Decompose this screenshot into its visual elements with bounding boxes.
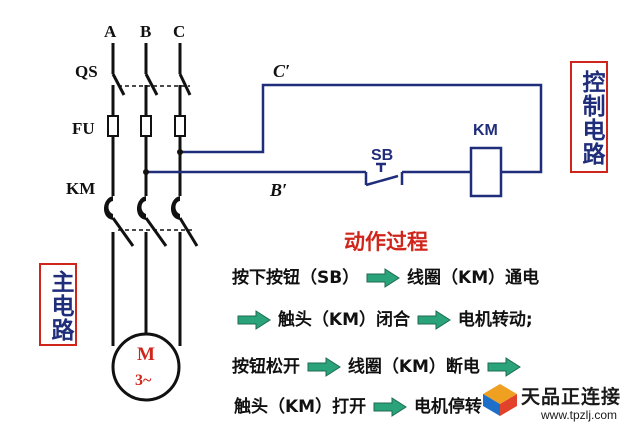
fuses — [107, 115, 186, 137]
motor-label-m: M — [137, 344, 155, 365]
control-circuit-box: 控制电路 — [570, 61, 608, 173]
phase-c-label: C — [173, 22, 185, 41]
process-line-3-a: 按钮松开 — [232, 357, 300, 377]
process-line-2: 触头（KM）闭合 电机转动; — [236, 305, 533, 330]
process-line-4: 触头（KM）打开 电机停转 — [234, 392, 482, 417]
qs-label: QS — [75, 62, 98, 81]
green-arrow-icon — [366, 268, 401, 288]
watermark-logo-icon — [483, 384, 517, 416]
watermark: 天品正连接 www.tpzlj.com — [481, 380, 639, 431]
process-line-4-b: 电机停转 — [413, 397, 482, 417]
process-line-4-a: 触头（KM）打开 — [234, 397, 367, 417]
process-line-1-b: 线圈（KM）通电 — [407, 268, 540, 288]
fu-label: FU — [72, 119, 95, 138]
green-arrow-icon — [237, 310, 271, 330]
km-contact-hooks — [103, 196, 180, 220]
motor-label-3phase: 3~ — [135, 372, 152, 389]
coil-label: KM — [473, 122, 498, 139]
sb-label: SB — [371, 147, 393, 164]
process-line-2-a: 触头（KM）闭合 — [277, 310, 411, 330]
green-arrow-icon — [307, 357, 341, 377]
process-line-3: 按钮松开 线圈（KM）断电 — [232, 352, 522, 377]
junction-b — [143, 169, 149, 175]
process-line-2-b: 电机转动; — [457, 310, 533, 330]
green-arrow-icon — [487, 357, 521, 377]
control-wires — [146, 83, 543, 187]
power-wires — [111, 43, 199, 346]
green-arrow-icon — [417, 310, 451, 330]
motor — [111, 332, 181, 402]
c-prime-label: C′ — [273, 61, 290, 81]
phase-b-label: B — [140, 22, 151, 41]
process-line-1-a: 按下按钮（SB） — [232, 268, 360, 288]
process-title: 动作过程 — [344, 230, 428, 254]
junction-c — [177, 149, 183, 155]
process-line-3-b: 线圈（KM）断电 — [347, 357, 480, 377]
process-line-1: 按下按钮（SB） 线圈（KM）通电 — [232, 263, 539, 288]
phase-a-label: A — [104, 22, 117, 41]
b-prime-label: B′ — [269, 180, 287, 200]
km-coil — [469, 146, 503, 198]
km-label: KM — [66, 179, 95, 198]
watermark-url: www.tpzlj.com — [541, 408, 618, 422]
main-circuit-box: 主电路 — [39, 263, 77, 346]
watermark-name: 天品正连接 — [521, 386, 622, 408]
green-arrow-icon — [373, 397, 407, 417]
